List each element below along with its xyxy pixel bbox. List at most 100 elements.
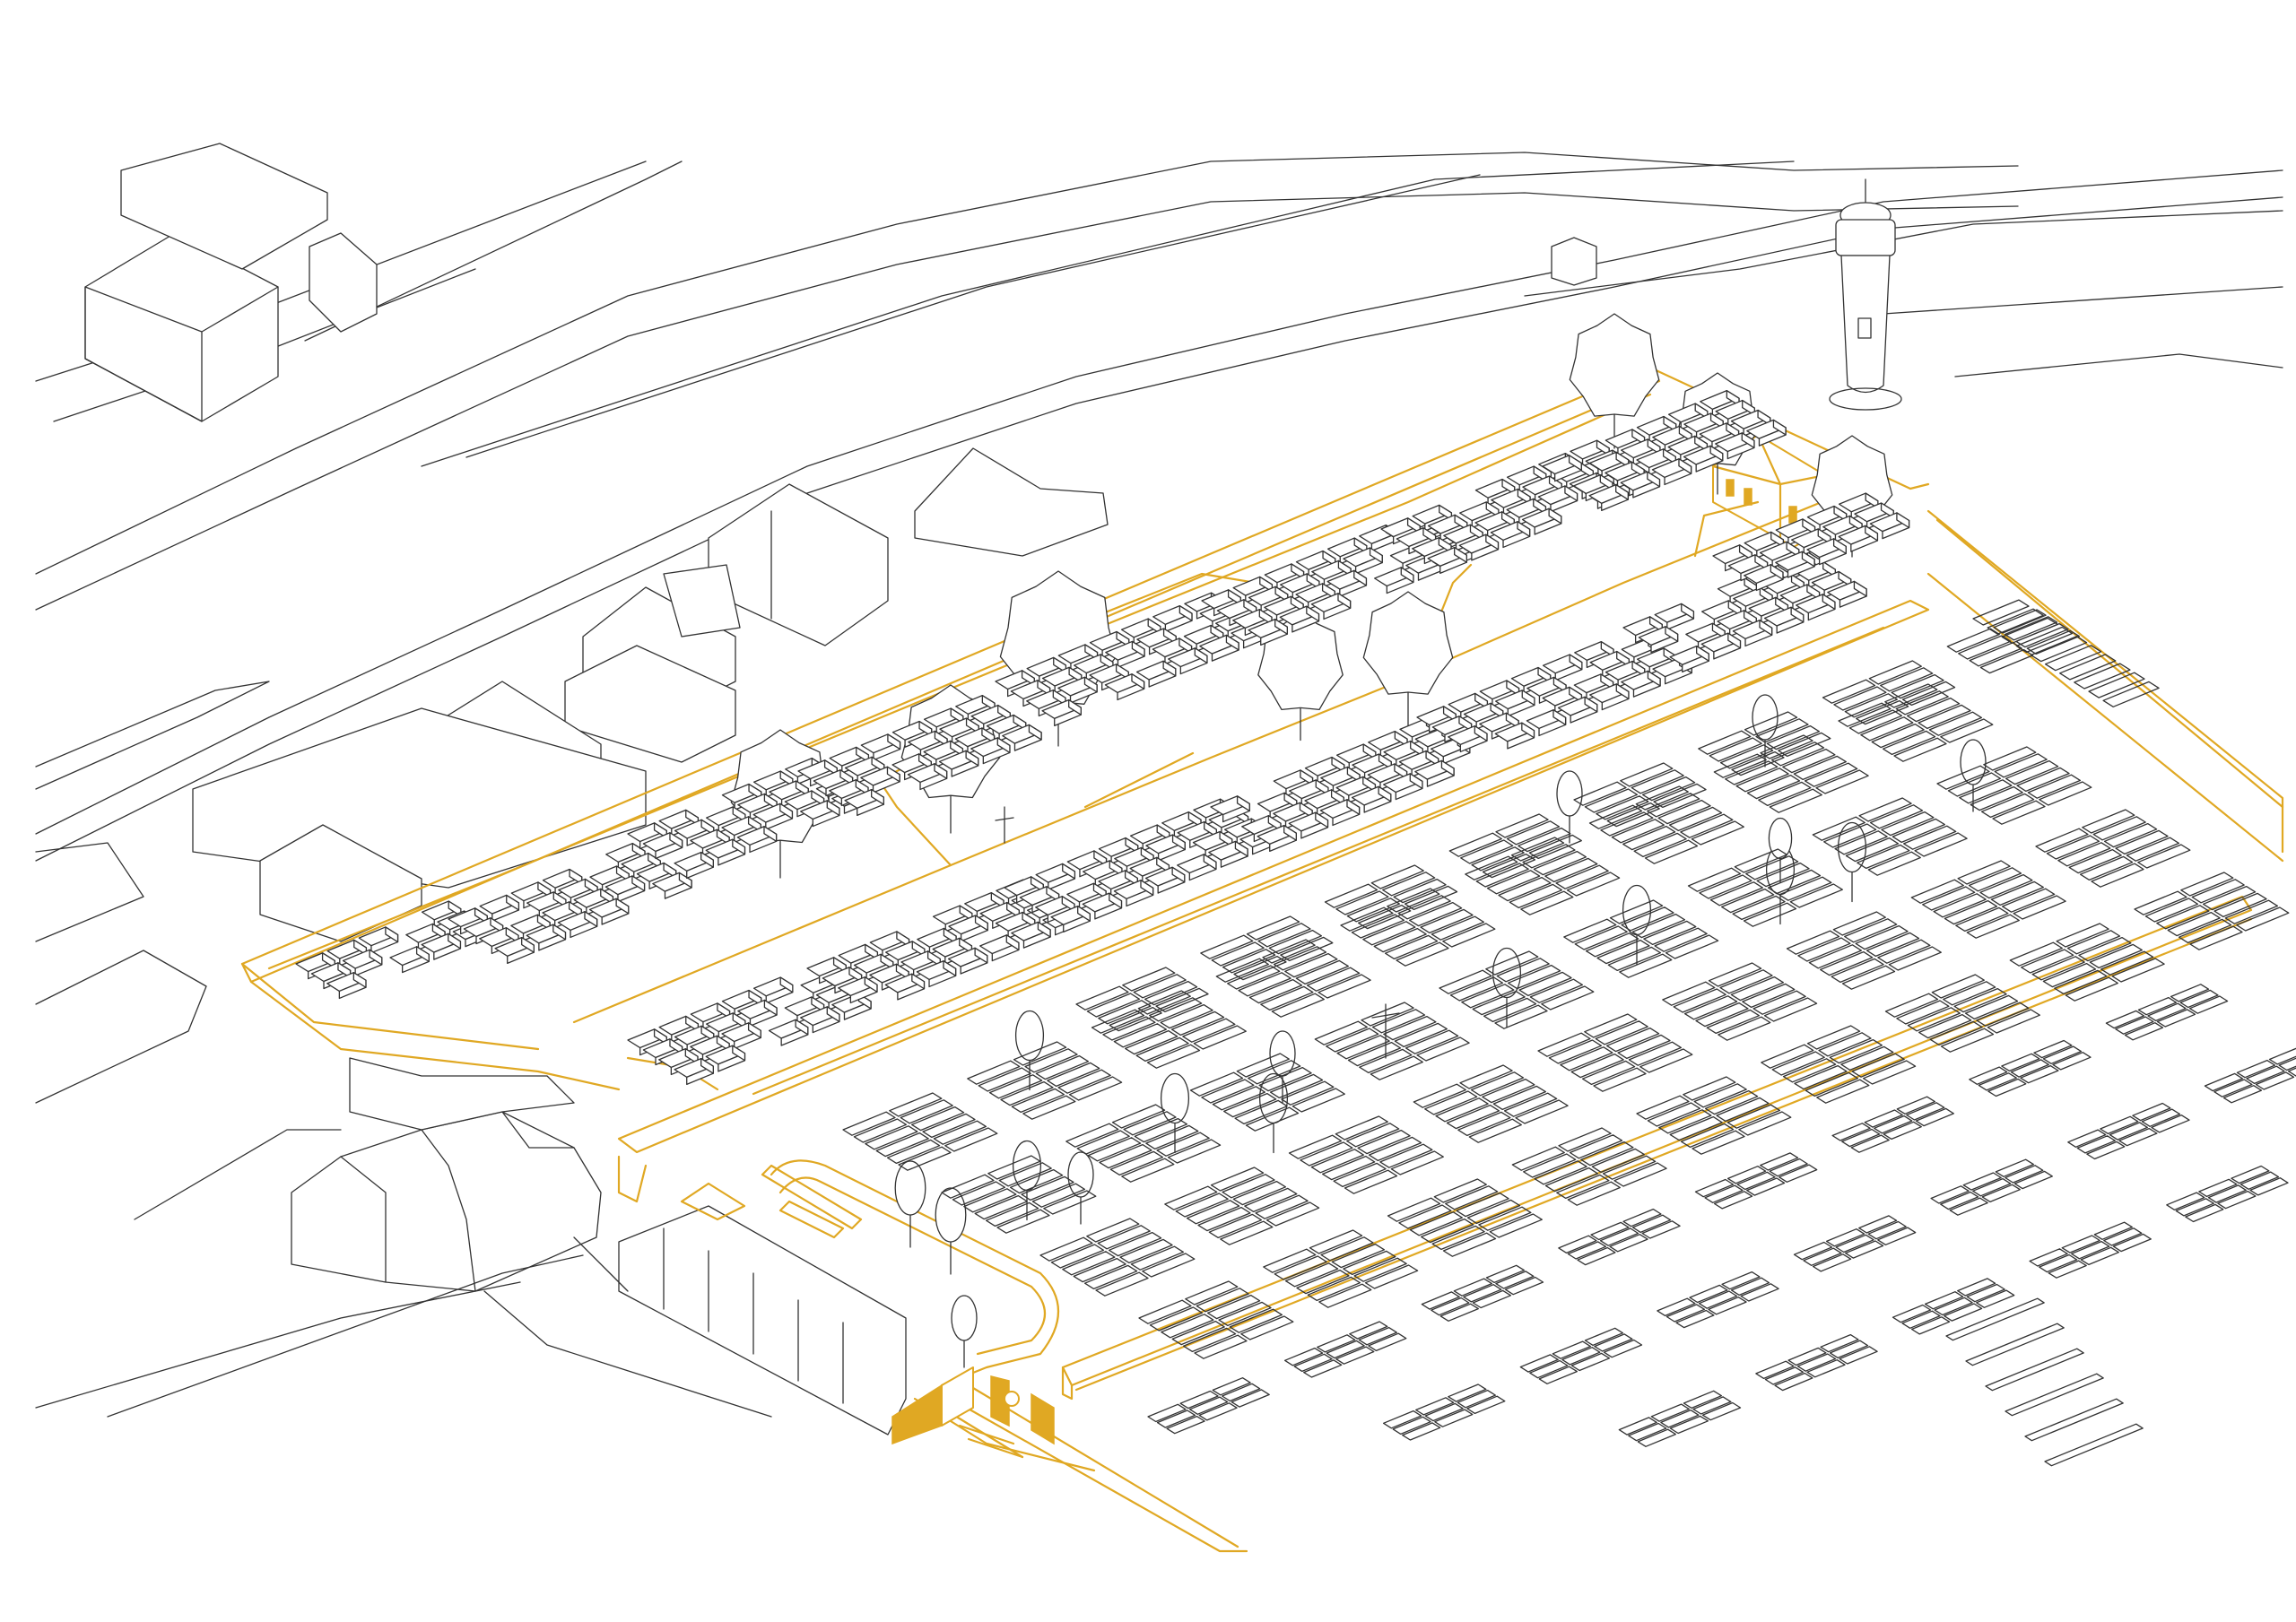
grave-plot (1420, 908, 1474, 934)
grave-plot (1281, 1080, 1335, 1106)
grave-plot (952, 1181, 1006, 1206)
grave-plot (974, 1194, 1028, 1220)
grave-plot (1683, 995, 1738, 1020)
grave-plot (1498, 876, 1552, 902)
grave-plot (1901, 681, 1956, 707)
grave-plot (1844, 918, 1898, 943)
grave-plot (1186, 1200, 1240, 1225)
grave-plot (1466, 1395, 1506, 1415)
grave-plot (2178, 918, 2232, 944)
grave-plot (2052, 1052, 2092, 1071)
grave-plot (1507, 964, 1561, 990)
grave-plot (1518, 827, 1571, 853)
grave-plot (1394, 1022, 1448, 1048)
grave-plot (1370, 864, 1424, 889)
grave-plot (1755, 718, 1809, 743)
grave-plot (1296, 1269, 1350, 1295)
grave-plot (1346, 898, 1400, 923)
grave-plot (1303, 1359, 1343, 1378)
grave-plot (1326, 1340, 1365, 1359)
grave-plot (1760, 1152, 1799, 1171)
grave-plot (1486, 870, 1541, 895)
grave-plot (1726, 1104, 1781, 1129)
grave-plot (1563, 918, 1617, 943)
grave-plot (1838, 702, 1892, 727)
grave (884, 973, 926, 1001)
grave-plot (1883, 1121, 1922, 1141)
grave-plot (2189, 925, 2243, 950)
grave-plot (1976, 1002, 2030, 1027)
grave-plot (1769, 1158, 1808, 1177)
grave-plot (1142, 1253, 1196, 1278)
grave-plot (1947, 772, 2002, 797)
grave-plot (1995, 1158, 2034, 1177)
grave-plot (1121, 1158, 1175, 1183)
grave-plot (1295, 959, 1349, 985)
grave-plot (1829, 1038, 1883, 1064)
grave (1732, 620, 1773, 647)
grave-plot (1457, 1111, 1511, 1137)
grave-plot (1683, 1390, 1723, 1409)
grave-plot (1994, 753, 2048, 778)
grave-plot (1953, 987, 2007, 1013)
grave-plot (1931, 974, 1985, 999)
grave-plot (2103, 822, 2158, 848)
grave-plot (1734, 848, 1787, 873)
grave-plot (1109, 1006, 1162, 1032)
grave-plot (2236, 1059, 2276, 1079)
grave-plot (1137, 990, 1191, 1015)
grave-plot (1300, 1141, 1353, 1167)
grave-plot (1820, 1333, 1859, 1353)
grave-plot (1446, 1104, 1500, 1130)
grave-plot (1494, 1004, 1548, 1029)
grave-plot (1639, 1048, 1693, 1073)
grave-plot (1024, 1048, 1078, 1073)
grave (1763, 606, 1805, 634)
grave-plot (1767, 869, 1822, 895)
grave-plot (2137, 844, 2191, 869)
grave (526, 924, 567, 951)
grave-plot (2061, 1235, 2100, 1253)
grave-plot (1288, 1134, 1343, 1159)
grave-plot (1934, 1297, 1973, 1316)
grave-plot (1459, 1064, 1513, 1089)
grave-plot (1969, 1066, 2008, 1085)
grave-plot (1605, 1027, 1660, 1053)
grave-plot (1509, 883, 1563, 909)
grave-plot (1519, 1354, 1559, 1373)
grave-plot (1445, 1185, 1499, 1210)
grave-plot (1619, 953, 1673, 978)
grave-plot (1076, 1130, 1130, 1155)
grave-plot (1867, 1220, 1907, 1240)
grave-plot (1761, 1044, 1814, 1069)
grave-plot (2213, 892, 2267, 918)
grave-plot (1439, 969, 1492, 994)
grave-plot (1145, 1124, 1199, 1150)
grave-plot (1955, 906, 2009, 932)
grave-plot (1167, 1139, 1222, 1164)
grave-plot (1850, 1134, 1890, 1153)
grave-plot (998, 1162, 1052, 1187)
grave-plot (2092, 816, 2146, 841)
grave-plot (1822, 679, 1876, 704)
grave-plot (1533, 850, 1587, 876)
grave-plot (2048, 1260, 2087, 1279)
grave (736, 826, 778, 854)
grave-plot (2156, 905, 2210, 930)
grave-plot (1220, 1220, 1274, 1245)
grave-plot (1382, 1409, 1422, 1429)
grave-plot (1274, 1255, 1327, 1280)
grave-plot (1567, 1241, 1607, 1260)
grave-plot (1940, 1191, 1979, 1210)
grave-plot (1613, 1162, 1667, 1187)
grave-plot (1794, 1064, 1848, 1090)
grave-plot (2042, 962, 2097, 988)
grave-plot (2185, 1203, 2224, 1223)
grave-plot (1906, 697, 1961, 723)
grave-plot (1758, 781, 1812, 807)
grave-plot (1424, 1402, 1464, 1422)
grave-plot (1657, 799, 1711, 825)
old-section-graves (295, 389, 1910, 1085)
grave-plot (1198, 1402, 1238, 1421)
grave-plot (1164, 1185, 1218, 1210)
